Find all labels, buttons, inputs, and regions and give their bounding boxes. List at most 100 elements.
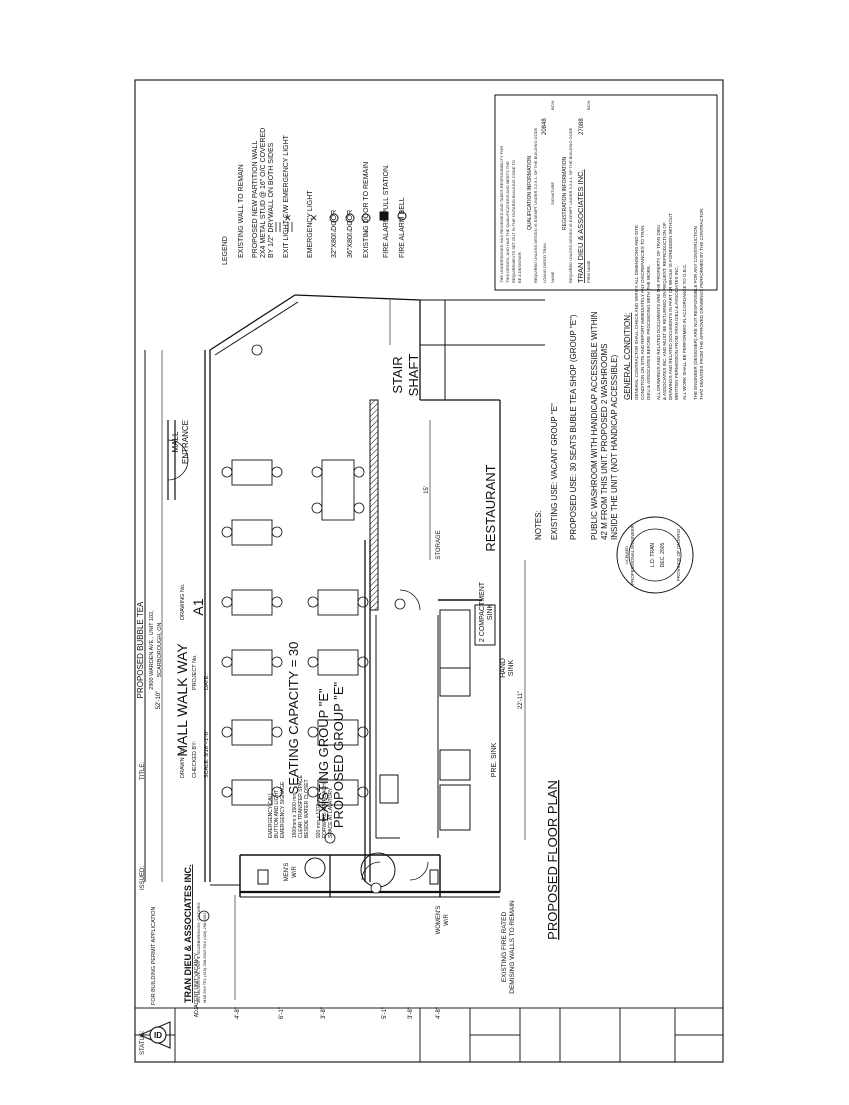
emergency-light-icon: ✕ (310, 213, 318, 223)
firm-bcin-label: BCIN (586, 100, 591, 110)
washroom-note: EMERGENCY SIGNAGE (280, 781, 286, 838)
legend-door-tag: D2 (348, 230, 353, 236)
qual-header: QUALIFICATION INFORMATION (527, 156, 533, 230)
fire-rated-label-2: DEMISING WALLS TO REMAIN (509, 900, 516, 994)
proposed-group: PROPOSED GROUP "E" (331, 681, 346, 828)
washroom-note: SPACE AT LAVATORY. (328, 787, 334, 838)
status-label: STATUS: (140, 1030, 146, 1055)
washroom-note: 920 mm x 1370 mm (316, 794, 322, 838)
washroom-note: BESIDE WATER CLOSET (304, 779, 310, 838)
company-contact: M1B 5N6 TEL (416) 298-6310 FAX (416) 298… (202, 912, 207, 1003)
legend-item: 2X4 METAL STUD @ 16" O/C COVERED (260, 128, 267, 258)
dim-storage: 15' (424, 486, 430, 494)
legend-item: 32"X80" DOOR (331, 210, 338, 258)
adjacent-unit-label: ADJACENT UNIT VACANCY (194, 952, 200, 1017)
dim-left-2: 6'-1" (279, 1007, 285, 1019)
seal-date: DEC. 2005 (660, 543, 666, 568)
legend-title: LEGEND (222, 236, 229, 265)
note-item: EXISTING USE: VACANT GROUP "E" (550, 403, 559, 540)
qual-line: THIS DESIGN, AND HAS THE QUALIFICATIONS … (505, 161, 510, 283)
qual-name: LOANG DIEGO TRAN (542, 243, 547, 283)
mens-wr-label: MEN'S (284, 863, 290, 881)
dim-counter: 22'-11" (518, 691, 524, 709)
qual-bcin-label: BCIN (550, 100, 555, 110)
legend-item: EXISTING WALL TO REMAIN (238, 164, 245, 258)
general-line: CONDITION ON SITE AND REPORT IMMEDIATELY… (640, 226, 645, 400)
dim-left-5: 3'-8" (408, 1007, 414, 1019)
pull-station-icon (379, 211, 389, 221)
door-tags-plan (198, 344, 406, 922)
legend-item: 36"X80" DOOR (347, 210, 354, 258)
firm-bcin: 27088 (579, 118, 585, 135)
qual-bcin: 20848 (542, 118, 548, 135)
washroom-note: 1500mm x 1500 mm (292, 792, 298, 838)
alarm-bell-icon (397, 211, 407, 221)
legend: LEGEND EXISTING WALL TO REMAIN PROPOSED … (222, 128, 406, 265)
general-title: GENERAL CONDITION: (623, 313, 632, 400)
engineer-seal (616, 516, 694, 594)
company-logo: ID (138, 1021, 171, 1049)
notes: NOTES: EXISTING USE: VACANT GROUP "E" PR… (534, 311, 619, 540)
note-item: PROPOSED USE: 30 SEATS BUBLE TEA SHOP (G… (569, 314, 578, 540)
hand-sink-label-2: SINK (508, 660, 515, 677)
mall-walk-way-label: MALL WALK WAY (174, 643, 190, 757)
note-item: PUBLIC WASHROOM WITH HANDICAP ACCESSIBLE… (590, 311, 599, 540)
shaft-label: SHAFT (406, 354, 421, 397)
compartment-sink-label: 2 COMPACTMENT (479, 581, 486, 642)
qualification-info: THE UNDERSIGNED HAS REVIEWED AND TAKES R… (499, 100, 591, 283)
status-value: FOR BUILDING PERMIT APPLICATION (151, 906, 157, 1005)
title-label: TITLE: (140, 762, 146, 780)
notes-title: NOTES: (534, 510, 543, 540)
qual-name-label: NAME (550, 271, 555, 283)
reg-sub: REQUIRED UNLESS DESIGN IS EXEMPT UNDER 3… (568, 127, 573, 283)
general-line: THAT DEVIATES FROM THE APPROVED DRAWINGS… (699, 207, 704, 400)
legend-door-tag: D1 (332, 230, 337, 236)
dim-overall: 52'-10" (156, 691, 162, 710)
womens-wr-label: WOMEN'S (436, 906, 442, 935)
project-no-label: PROJECT No. (192, 654, 198, 690)
legend-item: PROPOSED NEW PARTITION WALL (252, 141, 259, 258)
project-city: SCARBOROUGH, ON (157, 622, 163, 677)
general-line: & ASSOCIATES INC. AND MUST BE RETURNED O… (662, 222, 667, 400)
drawn-by-label: DRAWN BY: (180, 747, 186, 778)
floor-plan (144, 294, 545, 1000)
washroom-note: FORWARD APPROACH (322, 783, 328, 838)
fire-rated-label: EXISTING FIRE RATED (501, 912, 508, 983)
dim-left-6: 4'-8" (436, 1007, 442, 1019)
seating-capacity: SEATING CAPACITY = 30 (286, 642, 301, 795)
dim-left-3: 3'-8" (321, 1007, 327, 1019)
qual-line: BE A DESIGNER. (517, 251, 522, 283)
company-name: TRAN DIEU & ASSOCIATES INC. (183, 864, 193, 1003)
legend-item: FIRE ALARM BELL (399, 197, 406, 258)
legend-item: BY 1/2" DRYWALL ON BOTH SIDES (268, 142, 275, 258)
title-block-text: STATUS: FOR BUILDING PERMIT APPLICATION … (136, 583, 210, 1055)
seal-side: LICENSED (625, 546, 629, 564)
reg-header: REGISTRATION INFORMATION (562, 156, 568, 230)
existing-group: EXISTING GROUP "E" (316, 688, 331, 822)
firm-label: FIRM NAME (586, 260, 591, 283)
storage-label: STORAGE (436, 530, 442, 559)
stair-label: STAIR (390, 356, 405, 393)
qual-line: REQUIREMENTS SET OUT IN THE ONTARIO BUIL… (511, 160, 516, 283)
general-line: ALL DRAWINGS AND RELATED DOCUMENTS ARE T… (656, 225, 661, 400)
project-address: 2900 WARDEN AVE., UNIT 102, (149, 610, 155, 690)
company-address: 465 MILNER AVE. UNIT 4, SCARBOROUGH, ONT… (196, 903, 201, 1003)
washroom-note: BUTTON AND LIGHT (274, 790, 280, 838)
womens-wr-label-2: W/R (444, 914, 450, 926)
qual-sub: REQUIRED UNLESS DESIGN IS EXEMPT UNDER 3… (533, 127, 538, 283)
general-line: WRITTEN PERMISSION FROM TRAN DIEU & ASSO… (674, 266, 679, 400)
dim-left-4: 5'-1" (382, 1007, 388, 1019)
legend-symbols: ✕ ✕ (275, 211, 407, 232)
washroom-note: CLEAR TRANSFER SPACE (298, 774, 304, 838)
svg-text:ID: ID (154, 1031, 162, 1040)
general-line: DIEU & ASSOCIATES BEFORE PROCEEDING WITH… (646, 265, 651, 400)
legend-item: EXISTING DOOR TO REMAIN (363, 162, 370, 258)
hand-sink-label: HAND (500, 658, 507, 678)
sheet-border (134, 79, 724, 1063)
seal-name: L.D. TRAN (650, 543, 656, 567)
proposed-floor-plan-title: PROPOSED FLOOR PLAN (545, 780, 560, 940)
qualification-box (494, 94, 718, 291)
project-name: PROPOSED BUBBLE TEA (136, 601, 145, 698)
